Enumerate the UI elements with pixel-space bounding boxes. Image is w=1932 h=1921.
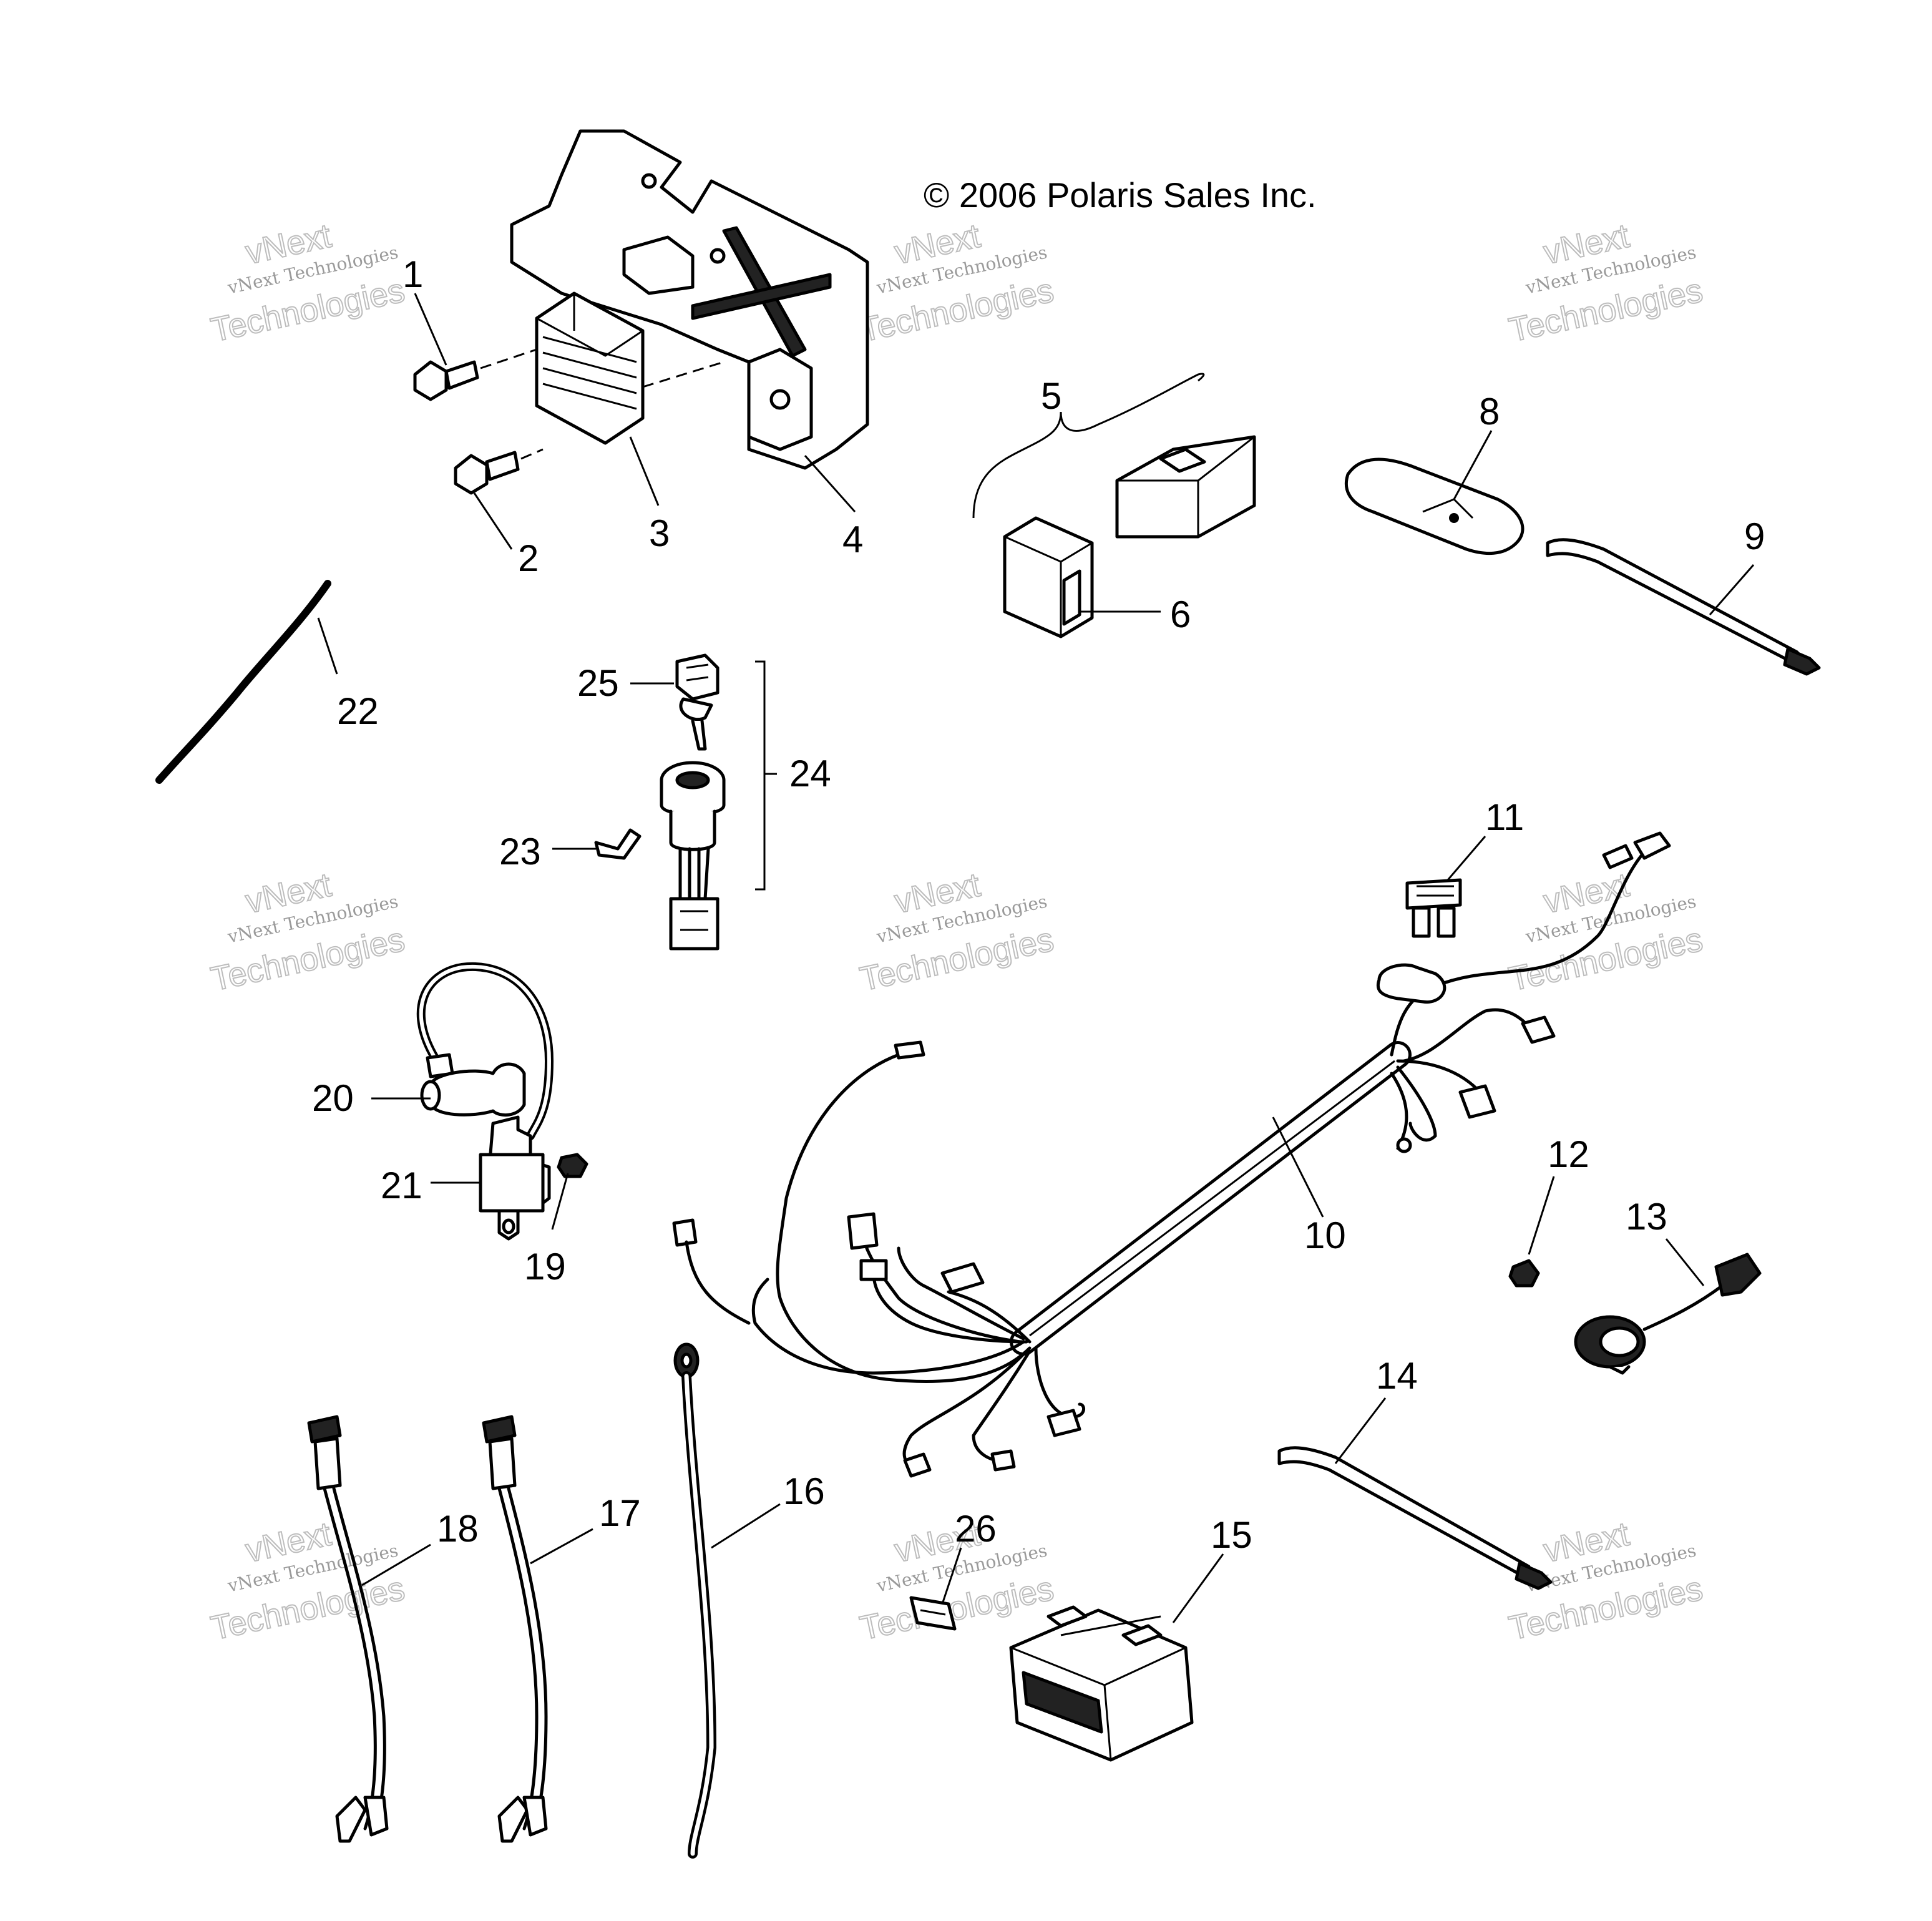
ignition-switch-part <box>660 761 726 951</box>
leader-1 <box>414 293 447 366</box>
callout-19: 19 <box>524 1246 566 1288</box>
leader-9 <box>1709 564 1755 615</box>
leader-8 <box>1453 430 1493 500</box>
leader-15 <box>1172 1553 1224 1623</box>
copyright-text: © 2006 Polaris Sales Inc. <box>924 175 1317 215</box>
callout-21: 21 <box>381 1165 422 1206</box>
brace-24 <box>755 660 777 891</box>
callout-11: 11 <box>1485 796 1524 838</box>
leader-18 <box>361 1543 431 1586</box>
coil-nut-part <box>557 1153 588 1178</box>
callout-20: 20 <box>312 1077 354 1119</box>
callout-3: 3 <box>649 512 670 554</box>
brace-5 <box>972 373 1205 519</box>
callout-16: 16 <box>783 1470 825 1512</box>
callout-17: 17 <box>599 1492 641 1534</box>
watermark-3: vNext vNext Technologies Technologies <box>1505 217 1707 350</box>
callout-22: 22 <box>337 690 379 732</box>
callout-9: 9 <box>1744 516 1765 557</box>
leader-10 <box>1272 1117 1324 1218</box>
callout-1: 1 <box>402 253 423 295</box>
callout-2: 2 <box>518 537 539 579</box>
regulator-part <box>535 291 645 445</box>
leader-22 <box>317 617 338 675</box>
cdi-module-part <box>1115 435 1256 539</box>
callout-23: 23 <box>499 831 541 873</box>
callout-26: 26 <box>955 1508 997 1550</box>
harness-18-part <box>307 1415 389 1843</box>
bracket-part <box>510 129 869 470</box>
bolt-alignment-line <box>642 361 724 388</box>
callout-15: 15 <box>1211 1514 1252 1556</box>
fuse-part <box>1405 878 1462 938</box>
wire-22-part <box>155 580 331 784</box>
callout-18: 18 <box>437 1508 479 1550</box>
spark-cap-part <box>416 962 554 1140</box>
relay-part <box>1003 516 1094 638</box>
leader-17 <box>530 1528 593 1565</box>
wire-harness-part <box>672 831 1671 1478</box>
watermark-6: vNext vNext Technologies Technologies <box>1505 866 1707 999</box>
callout-24: 24 <box>789 753 831 794</box>
fuse-cover-part <box>1344 457 1525 555</box>
switch-13-part <box>1574 1253 1762 1375</box>
watermark-4: vNext vNext Technologies Technologies <box>207 866 409 999</box>
harness-17-part <box>482 1415 548 1843</box>
callout-25: 25 <box>577 662 619 704</box>
callout-14: 14 <box>1376 1355 1418 1397</box>
leader-13 <box>1665 1238 1705 1286</box>
leader-16 <box>711 1503 781 1549</box>
leader-2 <box>473 492 513 550</box>
key-part <box>675 653 720 751</box>
callout-6: 6 <box>1170 594 1191 635</box>
nut-12-part <box>1508 1259 1540 1288</box>
watermark-1: vNext vNext Technologies Technologies <box>207 217 409 350</box>
watermark-5: vNext vNext Technologies Technologies <box>856 866 1058 999</box>
switch-clip-part <box>594 828 642 860</box>
callout-13: 13 <box>1626 1196 1667 1238</box>
leader-4 <box>804 455 856 512</box>
bolt-1-part <box>413 348 537 401</box>
battery-label-part <box>909 1596 957 1631</box>
ignition-coil-part <box>479 1115 551 1241</box>
bolt-2-part <box>454 448 544 495</box>
callout-10: 10 <box>1304 1215 1346 1256</box>
leader-12 <box>1528 1176 1555 1255</box>
cable-16-part <box>673 1342 717 1859</box>
callout-5: 5 <box>1041 375 1061 417</box>
leader-19 <box>551 1173 569 1230</box>
callout-12: 12 <box>1548 1133 1589 1175</box>
callout-8: 8 <box>1479 391 1500 433</box>
leader-3 <box>629 436 660 506</box>
callout-4: 4 <box>842 519 863 560</box>
leader-11 <box>1447 836 1486 881</box>
watermark-2: vNext vNext Technologies Technologies <box>856 217 1058 350</box>
watermark-7: vNext vNext Technologies Technologies <box>207 1515 409 1648</box>
strap-14-part <box>1277 1446 1553 1590</box>
strap-9-part <box>1546 538 1821 676</box>
leader-26 <box>941 1547 962 1605</box>
battery-part <box>1009 1605 1194 1762</box>
leader-14 <box>1334 1397 1387 1464</box>
